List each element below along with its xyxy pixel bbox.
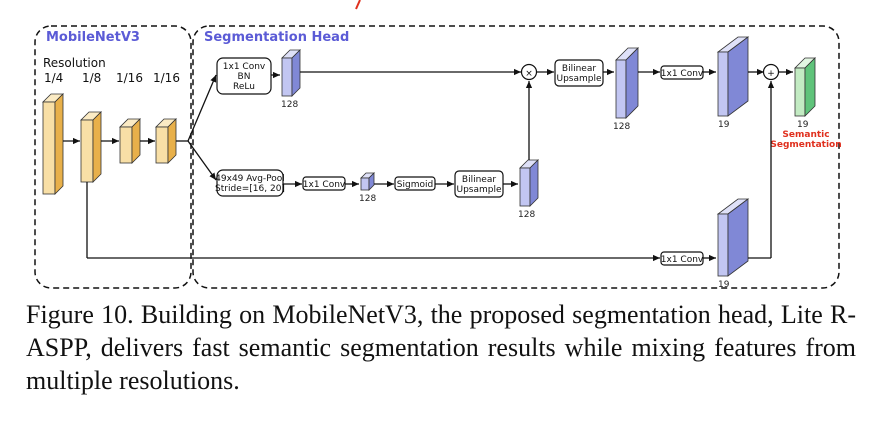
bilinear-upsample-mid: Bilinear Upsample: [454, 170, 504, 198]
dim-pooled-128: 128: [359, 194, 376, 204]
dim-output-19: 19: [797, 120, 809, 130]
conv-1x1-bottom: 1x1 Conv: [660, 251, 704, 266]
conv-bn-relu-block: 1x1 Conv BN ReLu: [216, 57, 272, 95]
output-label-semantic: Semantic: [782, 130, 829, 140]
backbone-feature-1-16-a: [119, 118, 141, 164]
backbone-title: MobileNetV3: [46, 30, 140, 45]
backbone-feature-1-4: [42, 93, 64, 195]
segmentation-head-region: [192, 25, 840, 289]
skip-connection: [86, 182, 660, 262]
head-title: Segmentation Head: [204, 30, 349, 45]
svg-text:×: ×: [525, 69, 533, 79]
svg-text:BN: BN: [238, 72, 251, 82]
architecture-diagram: MobileNetV3 Segmentation Head Resolution…: [34, 0, 842, 290]
svg-text:1x1 Conv: 1x1 Conv: [223, 62, 266, 72]
resolution-1-16-b: 1/16: [153, 71, 180, 85]
red-mark-fragment: [355, 0, 361, 10]
bottom-to-add-connector: [748, 81, 775, 259]
head-feature-bottom-19: [716, 198, 750, 277]
svg-text:Upsample: Upsample: [556, 74, 601, 84]
resolution-1-4: 1/4: [44, 71, 63, 85]
head-feature-top-19: [716, 36, 750, 117]
output-label-segmentation: Segmentation: [770, 140, 841, 150]
svg-text:1x1 Conv: 1x1 Conv: [661, 69, 704, 79]
output-feature-19: [794, 57, 816, 117]
resolution-1-8: 1/8: [82, 71, 101, 85]
add-node: +: [762, 63, 780, 81]
conv-1x1-top: 1x1 Conv: [660, 65, 704, 80]
bilinear-upsample-top: Bilinear Upsample: [554, 59, 604, 87]
conv-1x1-mid: 1x1 Conv: [302, 176, 346, 191]
sigmoid-block: Sigmoid: [394, 176, 436, 191]
resolution-label: Resolution: [43, 56, 106, 70]
backbone-region: [34, 25, 192, 289]
head-feature-gate-128: [519, 159, 539, 207]
svg-text:Bilinear: Bilinear: [562, 64, 596, 74]
svg-text:Stride=[16, 20]: Stride=[16, 20]: [215, 184, 285, 194]
svg-text:ReLu: ReLu: [233, 82, 255, 92]
svg-text:49x49 Avg-Pool: 49x49 Avg-Pool: [215, 174, 285, 184]
head-feature-pooled-128: [360, 172, 375, 191]
head-feature-top-128: [281, 49, 301, 97]
svg-text:1x1 Conv: 1x1 Conv: [661, 255, 704, 265]
dim-top-128: 128: [281, 100, 298, 110]
svg-text:Upsample: Upsample: [456, 185, 501, 195]
backbone-connectors: [63, 74, 217, 181]
head-feature-upsampled-128: [615, 47, 639, 119]
svg-text:1x1 Conv: 1x1 Conv: [303, 180, 346, 190]
dim-top-19: 19: [718, 120, 730, 130]
dim-gate-128: 128: [518, 210, 535, 220]
figure-caption: Figure 10. Building on MobileNetV3, the …: [26, 300, 856, 395]
svg-text:Bilinear: Bilinear: [462, 175, 496, 185]
svg-text:+: +: [767, 69, 775, 79]
dim-upsampled-128: 128: [613, 122, 630, 132]
dim-bottom-19: 19: [718, 280, 730, 290]
avg-pool-block: 49x49 Avg-Pool Stride=[16, 20]: [215, 169, 285, 197]
resolution-1-16-a: 1/16: [116, 71, 143, 85]
multiply-node: ×: [520, 63, 538, 81]
backbone-feature-1-8: [80, 111, 102, 183]
svg-text:Sigmoid: Sigmoid: [397, 180, 433, 190]
backbone-feature-1-16-b: [155, 118, 177, 164]
